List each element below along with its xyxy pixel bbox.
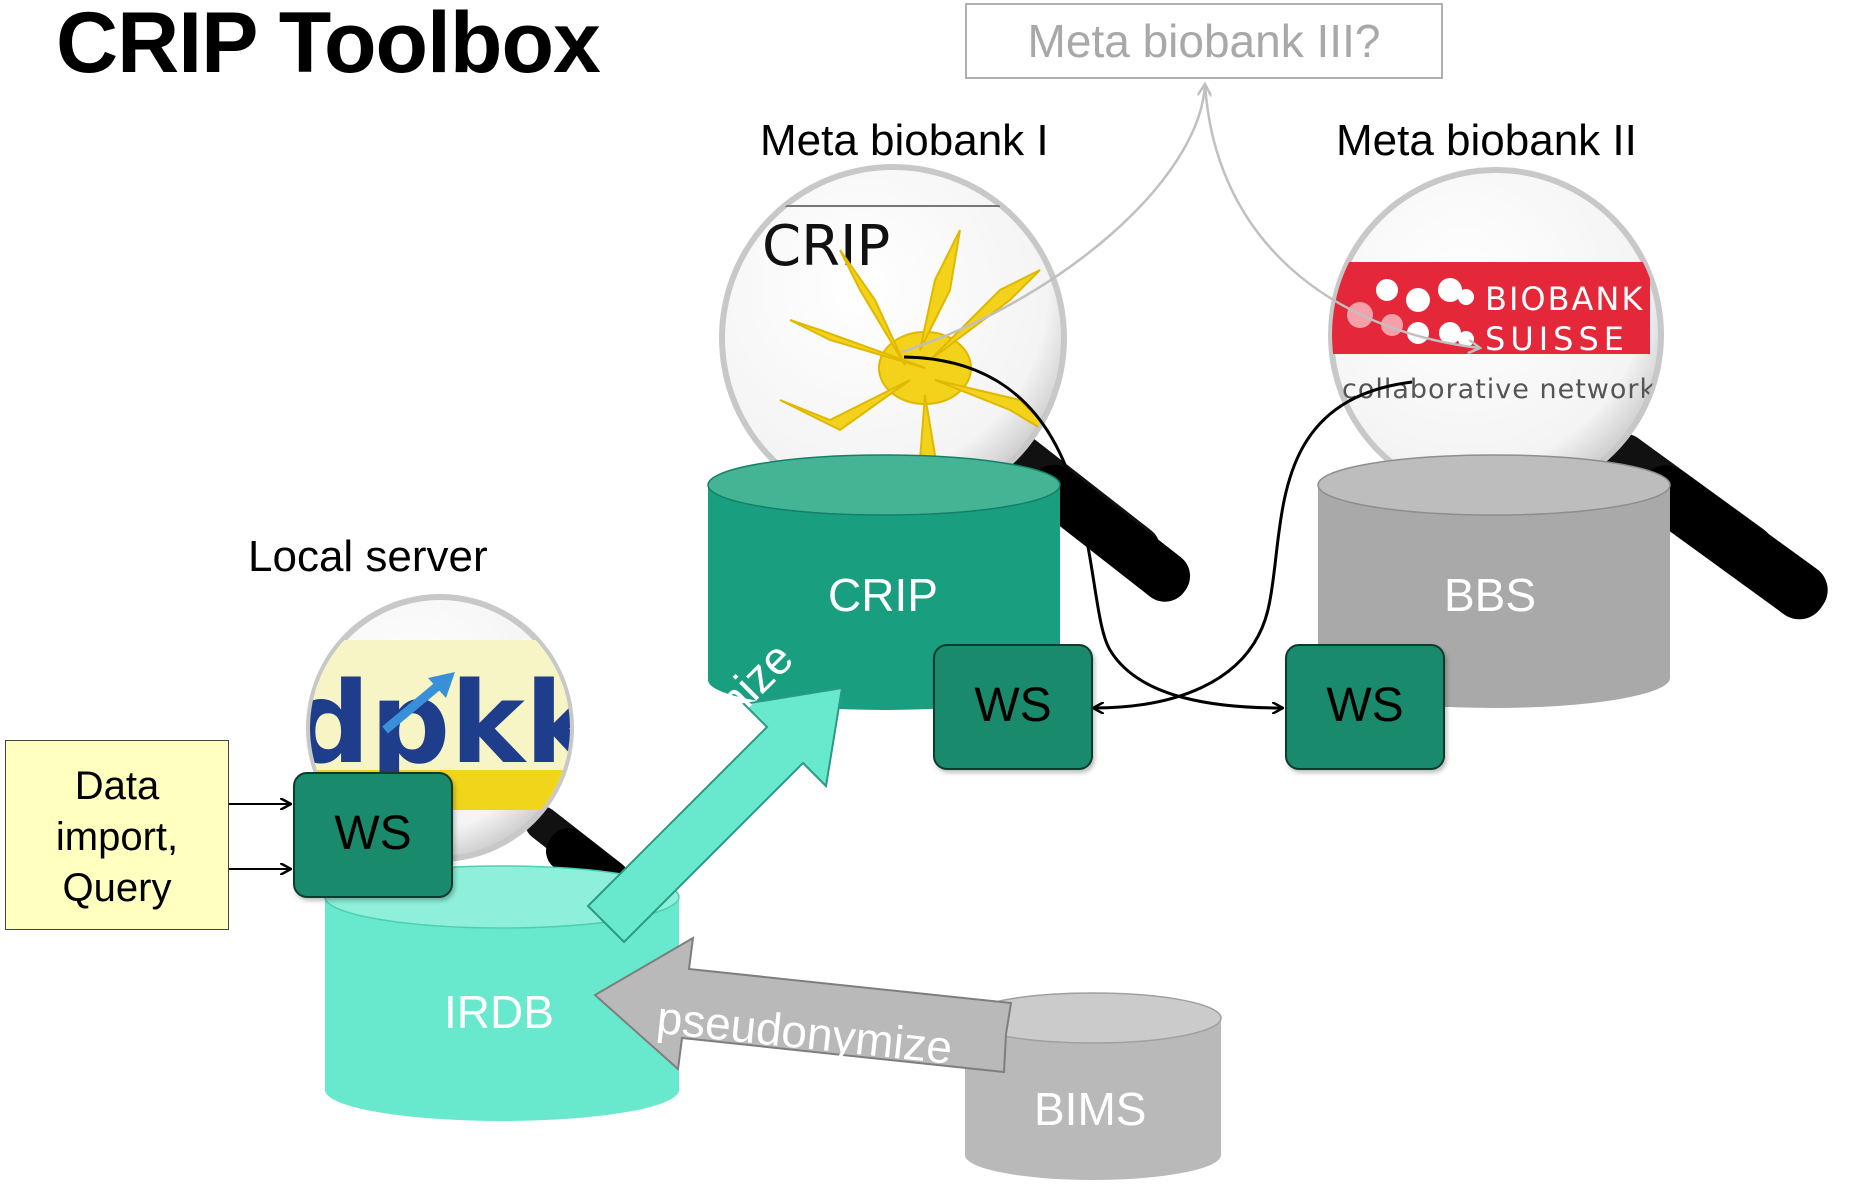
- anonymize-arrow: [586, 686, 844, 944]
- bims-database-cylinder: [964, 992, 1222, 1180]
- page-title: CRIP Toolbox: [56, 0, 601, 91]
- ws-bbs-box[interactable]: WS: [1285, 644, 1445, 770]
- note-line-3: Query: [62, 866, 172, 910]
- bbs-db-label: BBS: [1444, 569, 1537, 621]
- ws-local-box[interactable]: WS: [293, 772, 453, 898]
- data-import-query-note: Data import, Query: [5, 740, 229, 930]
- bims-db-label: BIMS: [1034, 1083, 1147, 1135]
- meta-biobank-3-box: Meta biobank III?: [965, 3, 1443, 79]
- dpkk-magnifier-icon: dpkk: [306, 594, 668, 933]
- meta-biobank-2-label: Meta biobank II: [1336, 116, 1637, 165]
- ws-crip-box[interactable]: WS: [933, 644, 1093, 770]
- meta-biobank-1-label: Meta biobank I: [760, 116, 1049, 165]
- pseudonymize-arrow: [593, 936, 1013, 1074]
- svg-text:SUISSE: SUISSE: [1485, 320, 1629, 358]
- svg-text:CRIP: CRIP: [762, 214, 890, 279]
- note-line-2: import,: [55, 815, 179, 859]
- svg-text:BIOBANK: BIOBANK: [1485, 280, 1644, 318]
- local-server-label: Local server: [248, 532, 488, 581]
- irdb-db-label: IRDB: [444, 986, 554, 1038]
- note-line-1: Data: [74, 764, 160, 808]
